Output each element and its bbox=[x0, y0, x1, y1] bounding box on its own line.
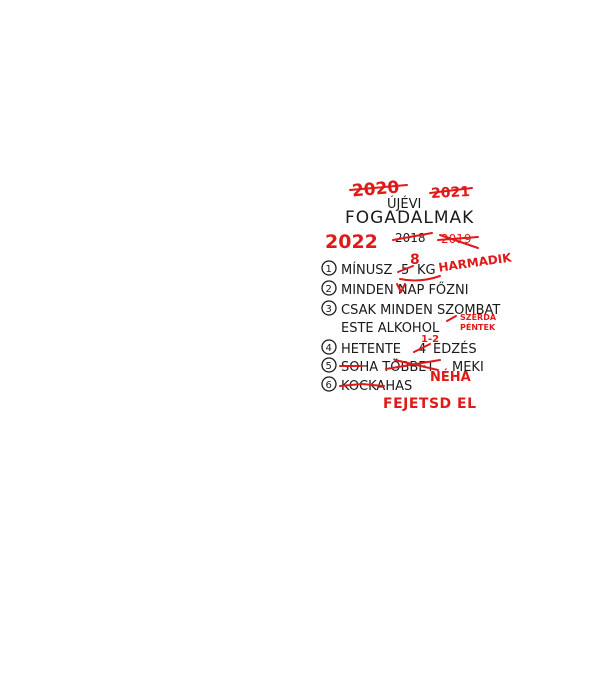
svg-text:8: 8 bbox=[410, 252, 420, 268]
list-item-6: 6 KOCKAHAS FEJETSD EL bbox=[321, 376, 477, 412]
svg-text:PÉNTEK: PÉNTEK bbox=[460, 321, 496, 332]
number-circle bbox=[321, 260, 337, 276]
svg-text:FEJETSD EL: FEJETSD EL bbox=[383, 396, 477, 412]
svg-text:2018: 2018 bbox=[395, 231, 426, 245]
list-item-5: 5 SOHA TÖBBET MEKI NÉHA bbox=[321, 357, 484, 385]
title-line1: ÚJÉVI bbox=[387, 196, 421, 212]
number-circle bbox=[321, 376, 337, 392]
list-item-2: 2 MINDEN NAP FŐZNI bbox=[321, 280, 469, 298]
svg-text:1-2: 1-2 bbox=[421, 334, 439, 345]
number-circle bbox=[321, 339, 337, 355]
number-circle bbox=[321, 280, 337, 296]
year-2021-crossed: 2021 bbox=[429, 184, 473, 202]
svg-text:1: 1 bbox=[326, 264, 332, 275]
svg-text:MÍNUSZ: MÍNUSZ bbox=[341, 262, 393, 278]
svg-text:3: 3 bbox=[326, 304, 332, 315]
svg-text:4: 4 bbox=[326, 343, 332, 354]
svg-text:SOHA TÖBBET: SOHA TÖBBET bbox=[341, 358, 435, 375]
number-circle bbox=[321, 300, 337, 316]
number-circle bbox=[321, 357, 337, 373]
list-item-1: 1 MÍNUSZ 5 KG 8 HARMADIK bbox=[321, 250, 513, 282]
svg-text:ESTE ALKOHOL: ESTE ALKOHOL bbox=[341, 321, 440, 336]
svg-text:5: 5 bbox=[326, 361, 332, 372]
svg-text:HARMADIK: HARMADIK bbox=[438, 250, 513, 274]
svg-text:2: 2 bbox=[326, 284, 332, 295]
list-item-3: 3 CSAK MINDEN SZOMBAT ESTE ALKOHOL SZERD… bbox=[321, 300, 500, 336]
svg-text:KG: KG bbox=[417, 263, 436, 278]
svg-text:CSAK MINDEN SZOMBAT: CSAK MINDEN SZOMBAT bbox=[341, 303, 500, 318]
year-2020-crossed: 2020 bbox=[349, 177, 408, 202]
svg-text:5: 5 bbox=[401, 263, 409, 278]
list-item-4: 4 HETENTE 4 EDZÉS 1-2 bbox=[321, 334, 477, 357]
title-line2: FOGADALMAK bbox=[345, 208, 474, 228]
svg-text:KOCKAHAS: KOCKAHAS bbox=[341, 379, 412, 394]
year-2019-crossed: 2019 bbox=[437, 232, 479, 249]
svg-text:HETENTE: HETENTE bbox=[341, 342, 401, 357]
svg-text:MINDEN NAP FŐZNI: MINDEN NAP FŐZNI bbox=[341, 282, 469, 298]
year-2022: 2022 bbox=[325, 231, 378, 253]
svg-text:6: 6 bbox=[326, 380, 332, 391]
svg-text:NÉHA: NÉHA bbox=[430, 369, 471, 385]
year-2018-crossed: 2018 bbox=[392, 231, 433, 245]
svg-text:4: 4 bbox=[418, 342, 426, 357]
svg-text:EDZÉS: EDZÉS bbox=[433, 341, 477, 357]
svg-text:SZERDA: SZERDA bbox=[460, 313, 497, 322]
svg-text:MEKI: MEKI bbox=[452, 360, 484, 375]
